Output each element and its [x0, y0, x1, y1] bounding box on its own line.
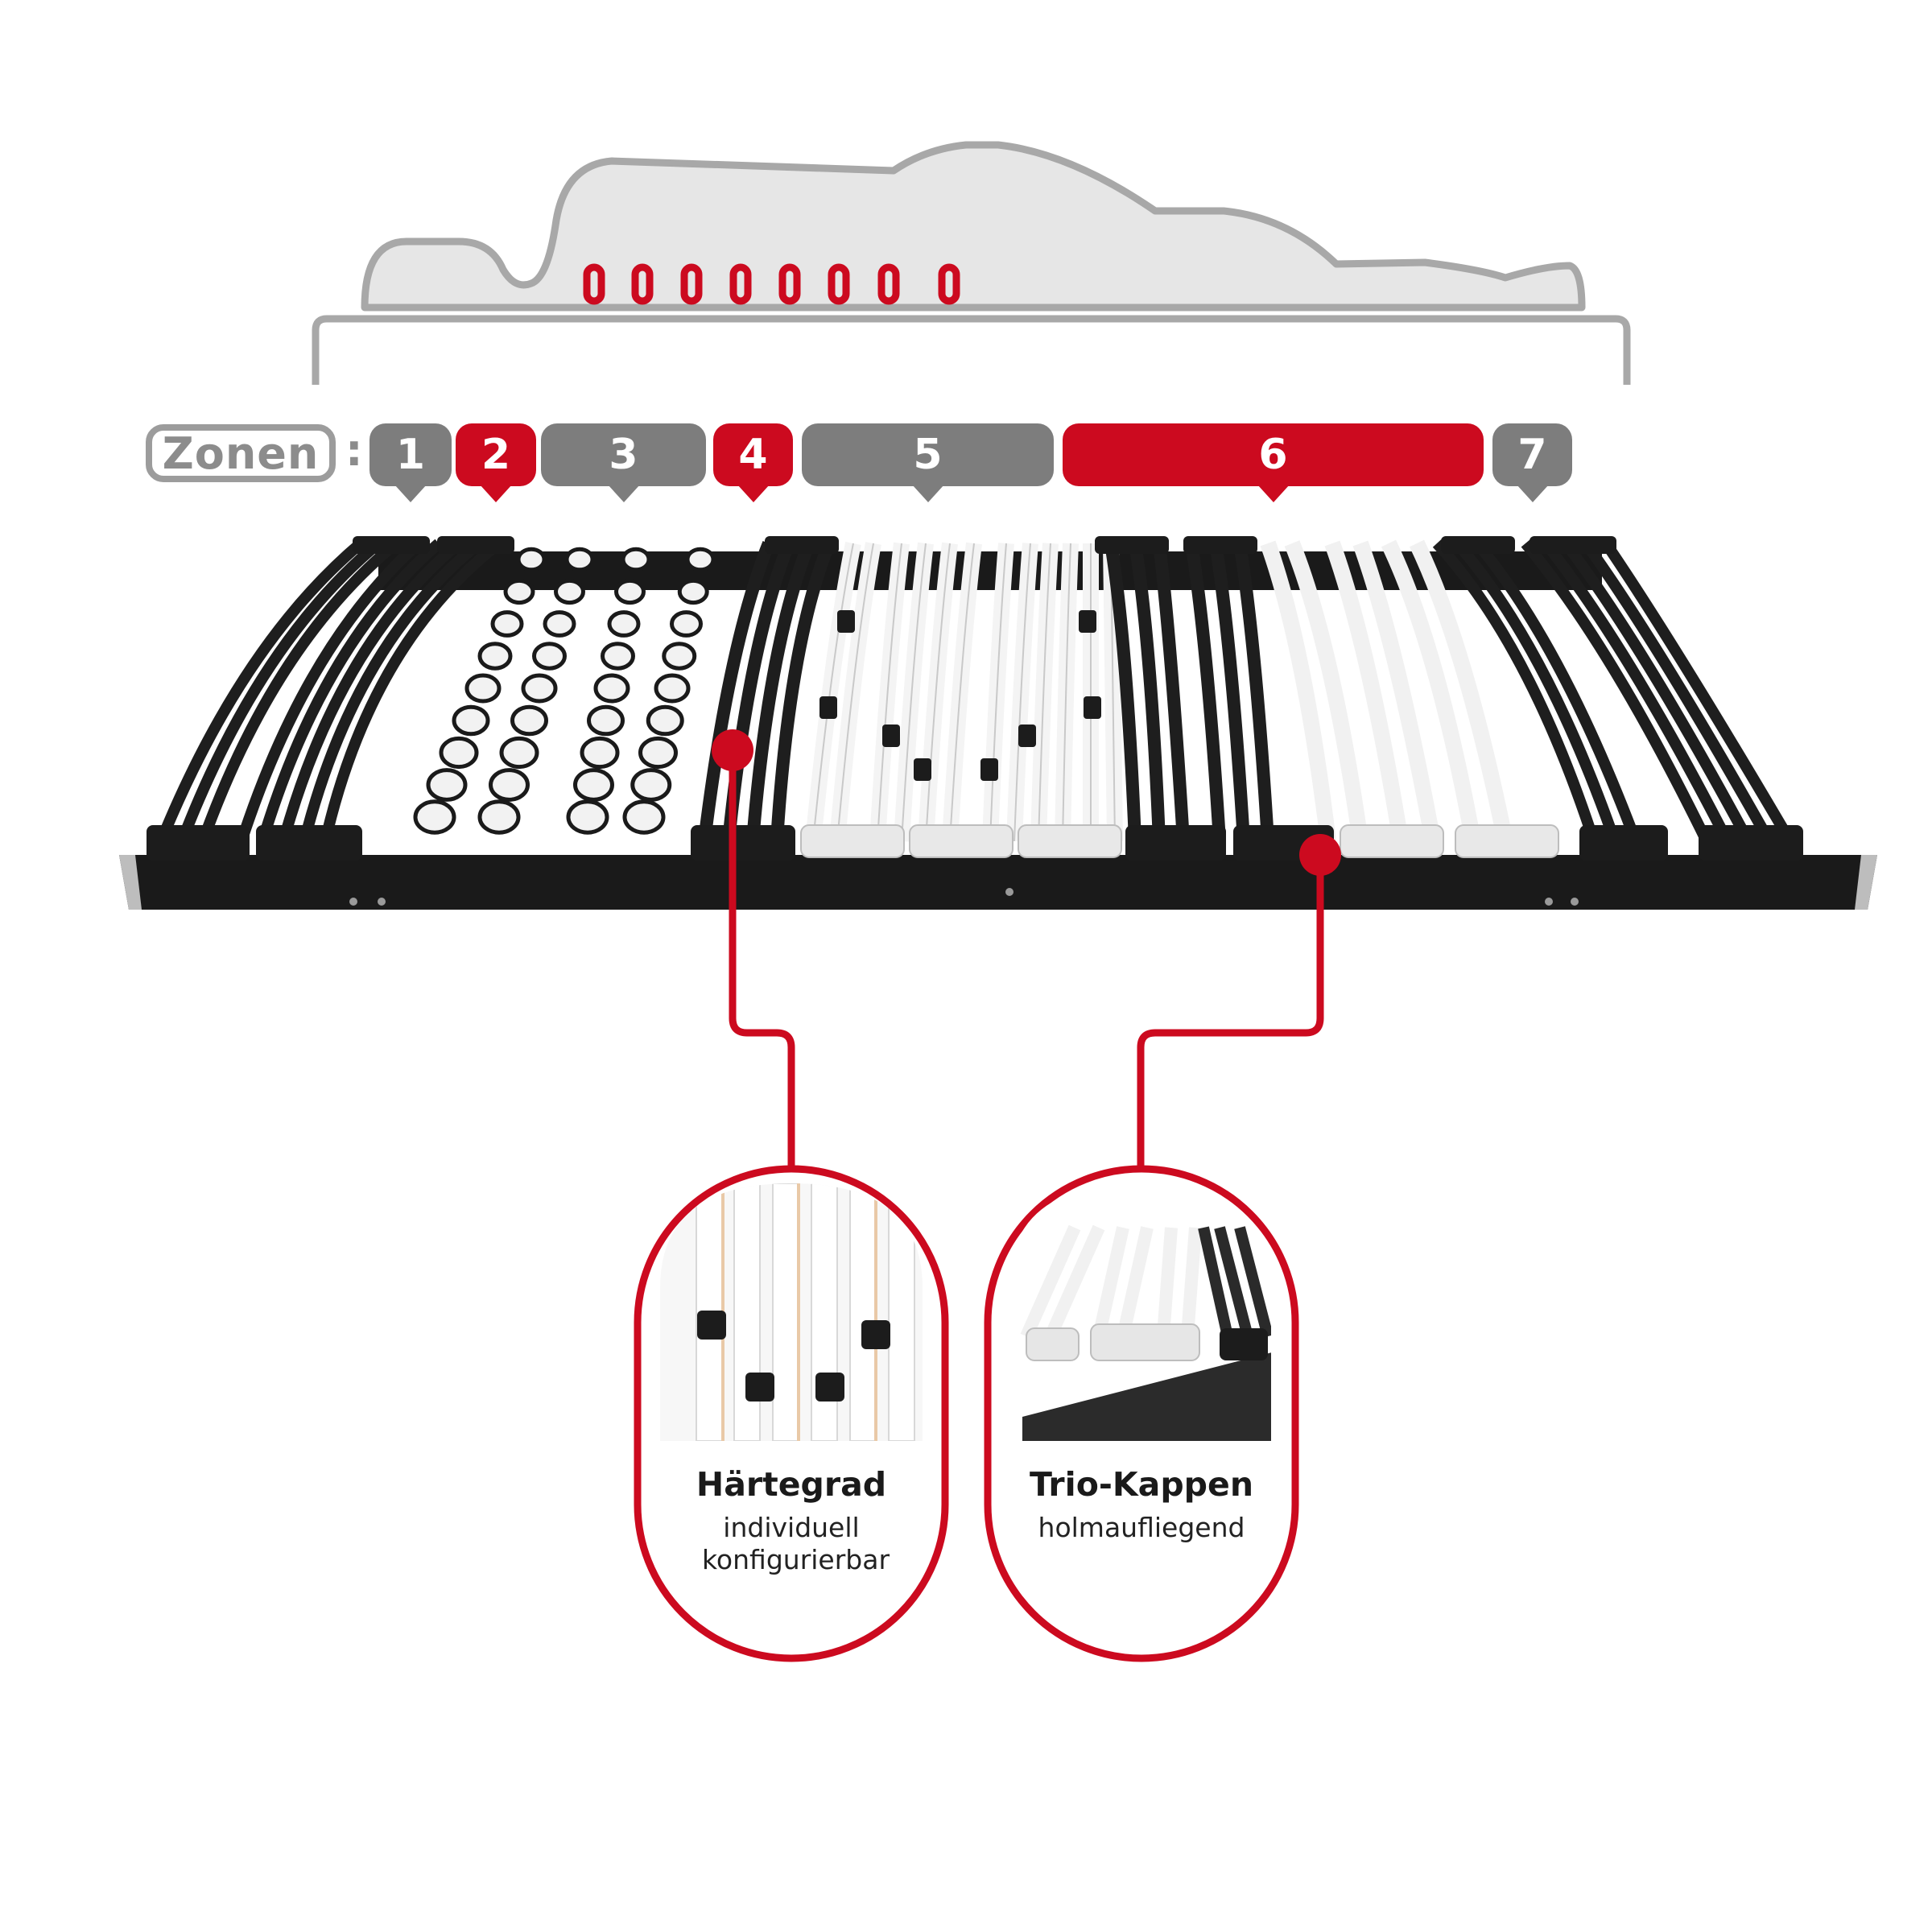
zone-chip-4[interactable]: 4 — [713, 423, 793, 502]
spring-disc — [499, 736, 539, 770]
zone-chip-6[interactable]: 6 — [1063, 423, 1484, 502]
spring-disc-field — [413, 547, 716, 835]
spring-disc — [646, 704, 684, 737]
spring-disc — [521, 673, 558, 704]
slat-edge — [901, 543, 927, 842]
spring-disc — [566, 799, 609, 835]
spring-disc — [564, 547, 595, 572]
feature-subtitle: individuell konfigurierbar — [702, 1512, 890, 1575]
feature-title: Härtegrad — [696, 1465, 887, 1504]
pressure-points-icon — [583, 263, 960, 305]
zone-chip-label: 1 — [395, 431, 426, 479]
callout-dot-hardness — [712, 729, 753, 771]
feature-title: Trio-Kappen — [1029, 1465, 1254, 1504]
spring-disc — [685, 547, 716, 572]
spring-disc — [477, 642, 513, 671]
slat-edge — [877, 543, 902, 842]
spring-disc — [532, 642, 567, 671]
spring-disc — [452, 704, 490, 737]
slat-edge — [1062, 543, 1071, 842]
zone-chip-1[interactable]: 1 — [369, 423, 452, 502]
zone-chip-label: 2 — [481, 431, 511, 479]
zones-separator: : — [345, 425, 363, 476]
spring-disc — [573, 768, 614, 802]
zone-chip-label: 3 — [609, 431, 638, 479]
callout-connectors — [729, 750, 1324, 1171]
spring-disc — [426, 768, 468, 802]
spring-disc — [670, 610, 703, 638]
spring-disc — [638, 736, 678, 770]
feature-subtitle: holmaufliegend — [1038, 1512, 1245, 1543]
spring-disc — [477, 799, 521, 835]
zone-chip-3[interactable]: 3 — [541, 423, 706, 502]
spring-disc — [677, 578, 709, 605]
spring-disc — [614, 578, 646, 605]
slat-edge — [1038, 543, 1051, 842]
spring-disc — [554, 578, 585, 605]
spring-disc — [621, 547, 651, 572]
spring-disc — [607, 610, 641, 638]
slat-edge — [1013, 543, 1031, 842]
spring-disc — [622, 799, 666, 835]
spring-disc — [601, 642, 635, 671]
spring-disc — [543, 610, 576, 638]
zone-chip-7[interactable]: 7 — [1492, 423, 1572, 502]
zone-chip-label: 5 — [913, 431, 943, 479]
slat-edge — [949, 543, 975, 842]
spring-disc — [439, 736, 479, 770]
spring-disc — [593, 673, 630, 704]
spring-disc — [464, 673, 502, 704]
spring-disc — [587, 704, 625, 737]
spring-disc — [654, 673, 691, 704]
slatted-frame — [119, 536, 1877, 910]
slat-edge — [925, 543, 951, 842]
trio-caps-detail-icon — [1009, 1183, 1271, 1441]
zone-chip-label: 6 — [1258, 431, 1288, 479]
spring-disc — [490, 610, 524, 638]
mattress-outline-icon — [312, 315, 1631, 385]
callout-dot-trio-caps — [1299, 834, 1341, 876]
slider-clips-detail-icon — [660, 1183, 923, 1441]
spring-disc — [489, 768, 530, 802]
spring-disc — [630, 768, 672, 802]
zone-chip-2[interactable]: 2 — [456, 423, 536, 502]
slat-edge — [836, 543, 874, 842]
zone-chip-5[interactable]: 5 — [802, 423, 1054, 502]
slat-edge — [812, 543, 854, 842]
spring-disc — [503, 578, 535, 605]
spring-disc — [510, 704, 548, 737]
body-silhouette-icon — [361, 141, 1586, 312]
zone-chip-label: 4 — [738, 431, 768, 479]
spring-disc — [580, 736, 620, 770]
zones-label: Zonen — [146, 424, 336, 482]
slat-edge — [989, 543, 1007, 842]
feature-hardness-text: Härtegrad individuell konfigurierbar — [654, 1465, 929, 1576]
feature-trio-caps-text: Trio-Kappen holmaufliegend — [1004, 1465, 1279, 1544]
zone-chip-label: 7 — [1517, 431, 1547, 479]
spring-disc — [413, 799, 456, 835]
spring-disc — [516, 547, 547, 572]
spring-disc — [662, 642, 697, 671]
